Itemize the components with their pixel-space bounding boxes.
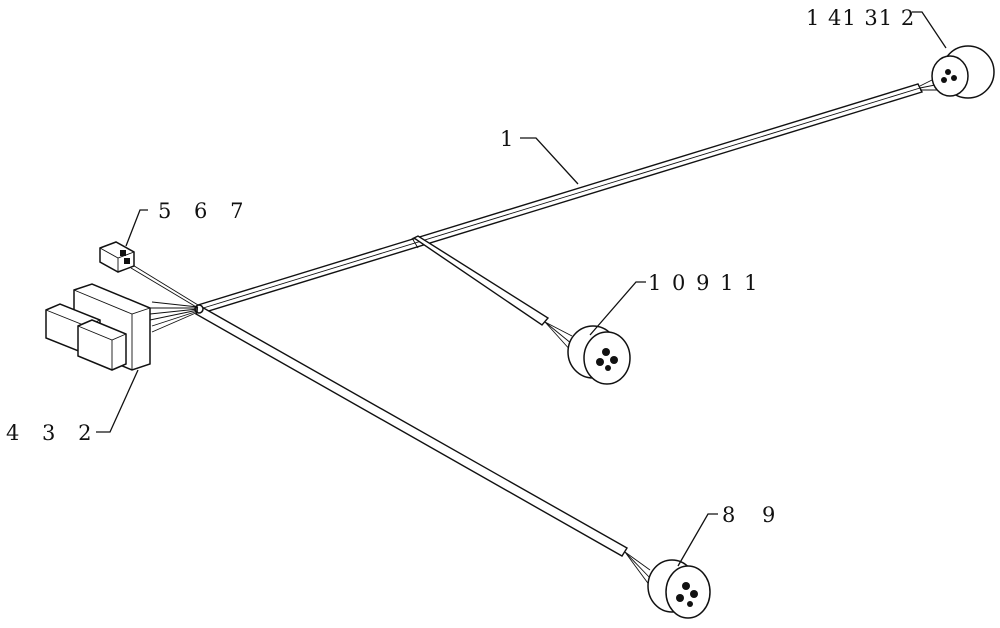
label-8-9: 8 9 <box>722 503 785 527</box>
branch-cable-lower <box>195 305 628 557</box>
label-4-3-2: 4 3 2 <box>6 421 99 445</box>
label-1: 1 <box>500 127 513 151</box>
label-5-6-7: 5 6 7 <box>158 199 251 223</box>
wire-small-connector <box>130 263 199 309</box>
fan-wires-left <box>149 301 199 333</box>
label-1-0-9-1-1: 1 0 9 1 1 <box>648 271 760 295</box>
connector-middle <box>544 321 631 385</box>
connector-right <box>919 45 995 99</box>
branch-cable-middle <box>411 235 550 326</box>
main-cable <box>197 83 923 314</box>
leader-lines <box>96 11 947 567</box>
big-connector-block <box>45 283 151 371</box>
connector-bottom <box>624 551 711 619</box>
label-1-41-31-2: 1 41 31 2 <box>806 6 915 30</box>
small-connector <box>99 241 135 273</box>
